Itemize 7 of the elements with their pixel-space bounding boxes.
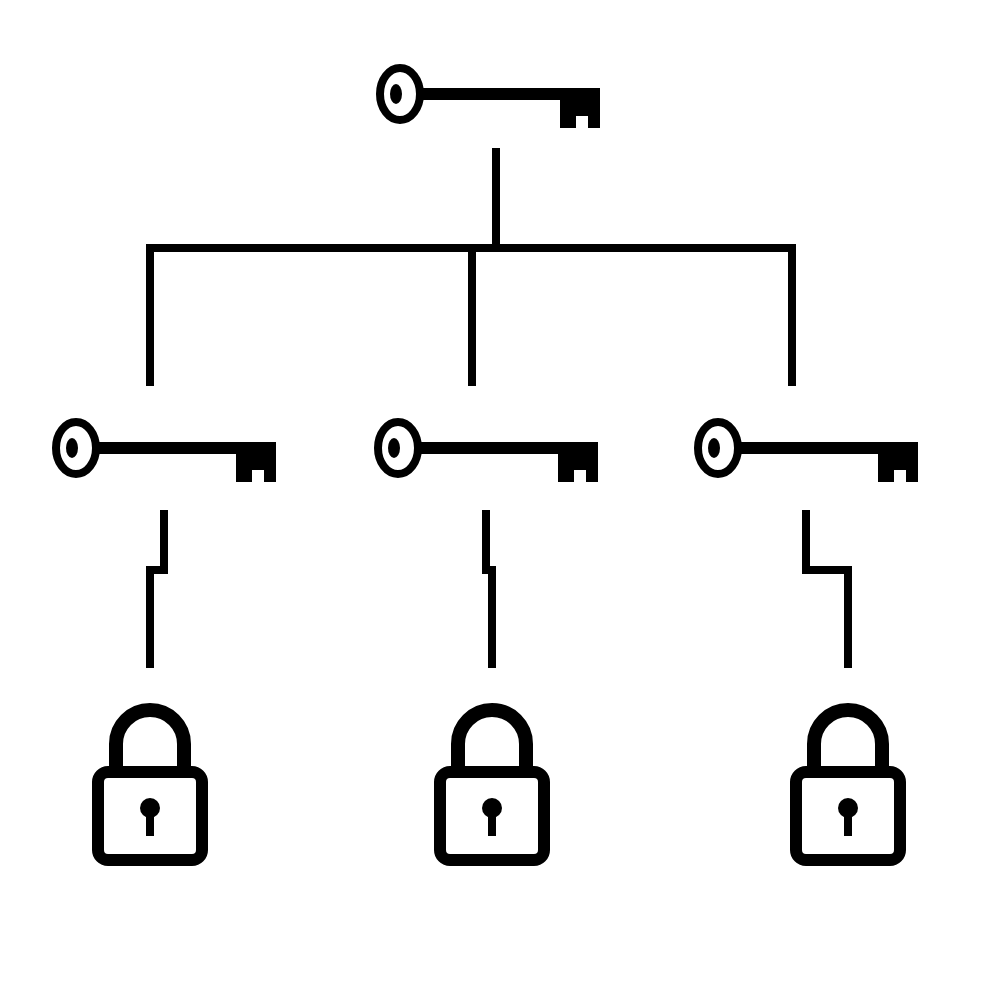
key-icon: [370, 414, 602, 486]
connector-line: [146, 510, 168, 668]
key-icon: [372, 60, 604, 132]
key-icon: [690, 414, 922, 486]
connector-line: [482, 510, 496, 668]
connector-line: [802, 510, 852, 668]
key-icon: [48, 414, 280, 486]
